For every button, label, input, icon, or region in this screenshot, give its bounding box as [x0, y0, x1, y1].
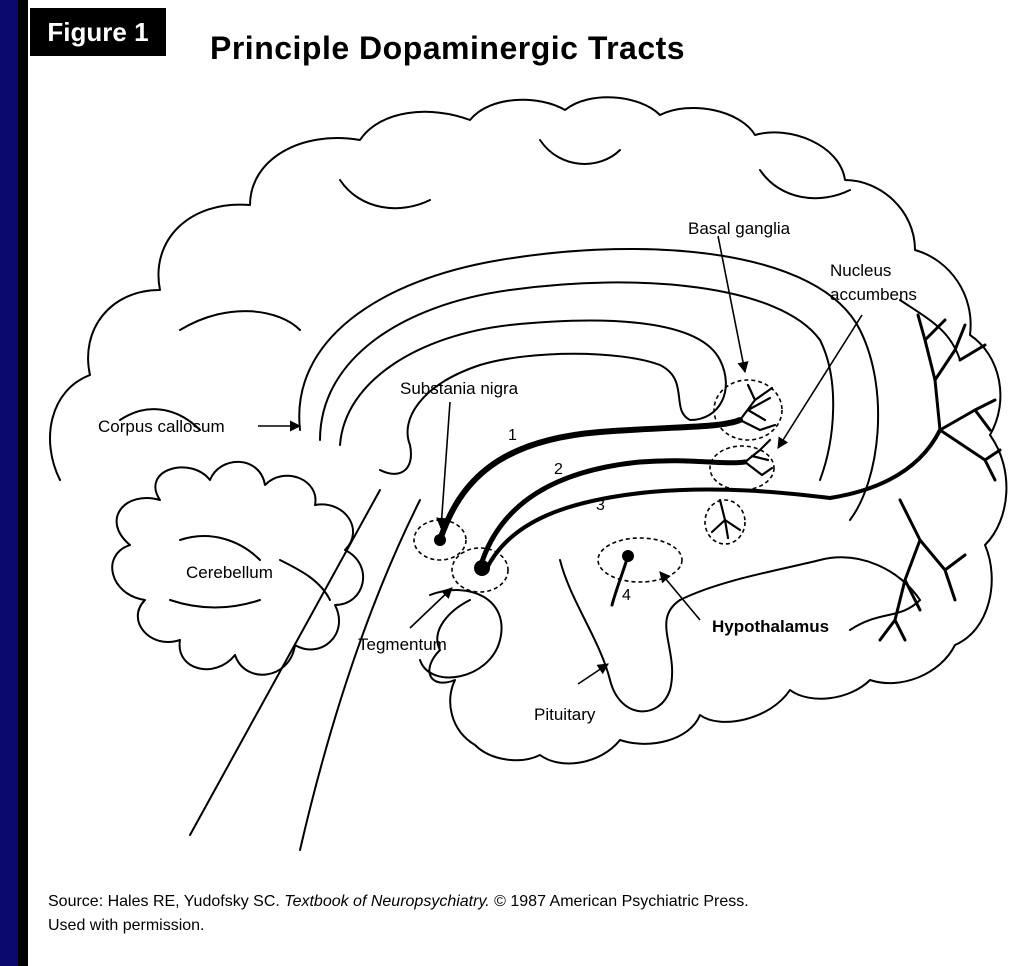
arrow-hypothalamus — [660, 572, 700, 620]
sulcus-5 — [900, 300, 960, 360]
cerebellum-fold-2 — [170, 600, 260, 608]
sulcus-7 — [850, 600, 920, 630]
label-substantia-nigra: Substania nigra — [400, 379, 519, 398]
brainstem-line-2 — [300, 500, 420, 850]
corpus-callosum-fold — [340, 321, 726, 474]
tract-3-mesocortical — [486, 430, 940, 570]
tract-number-2: 2 — [554, 461, 563, 478]
label-pituitary: Pituitary — [534, 705, 596, 724]
label-tegmentum: Tegmentum — [358, 635, 447, 654]
brainstem-line-3 — [420, 590, 502, 677]
sulcus-4 — [760, 170, 850, 198]
cerebellum-fold-1 — [180, 536, 260, 560]
source-book-title: Textbook of Neuropsychiatry. — [284, 893, 489, 910]
source-prefix: Source: Hales RE, Yudofsky SC. — [48, 893, 284, 910]
nucleus-accumbens-region — [710, 446, 774, 490]
label-basal-ganglia: Basal ganglia — [688, 219, 791, 238]
label-nucleus-line2: accumbens — [830, 285, 917, 304]
tract-number-1: 1 — [508, 427, 517, 444]
temporal-lobe — [680, 557, 920, 600]
label-corpus-callosum: Corpus callosum — [98, 417, 225, 436]
label-nucleus-line1: Nucleus — [830, 261, 891, 280]
substantia-nigra-cell — [434, 534, 446, 546]
tract-number-3: 3 — [596, 497, 605, 514]
source-citation: Source: Hales RE, Yudofsky SC. Textbook … — [48, 890, 988, 938]
label-cerebellum: Cerebellum — [186, 563, 273, 582]
tegmentum-cell — [474, 560, 490, 576]
source-suffix: © 1987 American Psychiatric Press. — [490, 893, 749, 910]
tract-1-nigrostriatal — [440, 420, 740, 540]
label-hypothalamus: Hypothalamus — [712, 617, 829, 636]
basal-ganglia-branches — [740, 385, 775, 430]
source-permission: Used with permission. — [48, 917, 205, 934]
tract-2-mesolimbic — [480, 461, 745, 568]
striatum-branches — [712, 500, 740, 538]
cortical-branches — [880, 315, 1000, 640]
corpus-callosum-inner — [320, 282, 833, 480]
arrow-substantia-nigra — [441, 402, 450, 528]
corpus-callosum-outer — [299, 249, 878, 520]
arrow-nucleus-accumbens — [778, 315, 862, 448]
arrow-pituitary — [578, 664, 608, 684]
sulcus-2 — [340, 180, 430, 208]
tract-number-4: 4 — [622, 587, 631, 604]
sulcus-1 — [180, 311, 300, 330]
hypothalamus-region — [598, 538, 682, 582]
hypothalamus-cell — [622, 550, 634, 562]
accumbens-branches — [745, 440, 772, 475]
sulcus-3 — [540, 140, 620, 164]
